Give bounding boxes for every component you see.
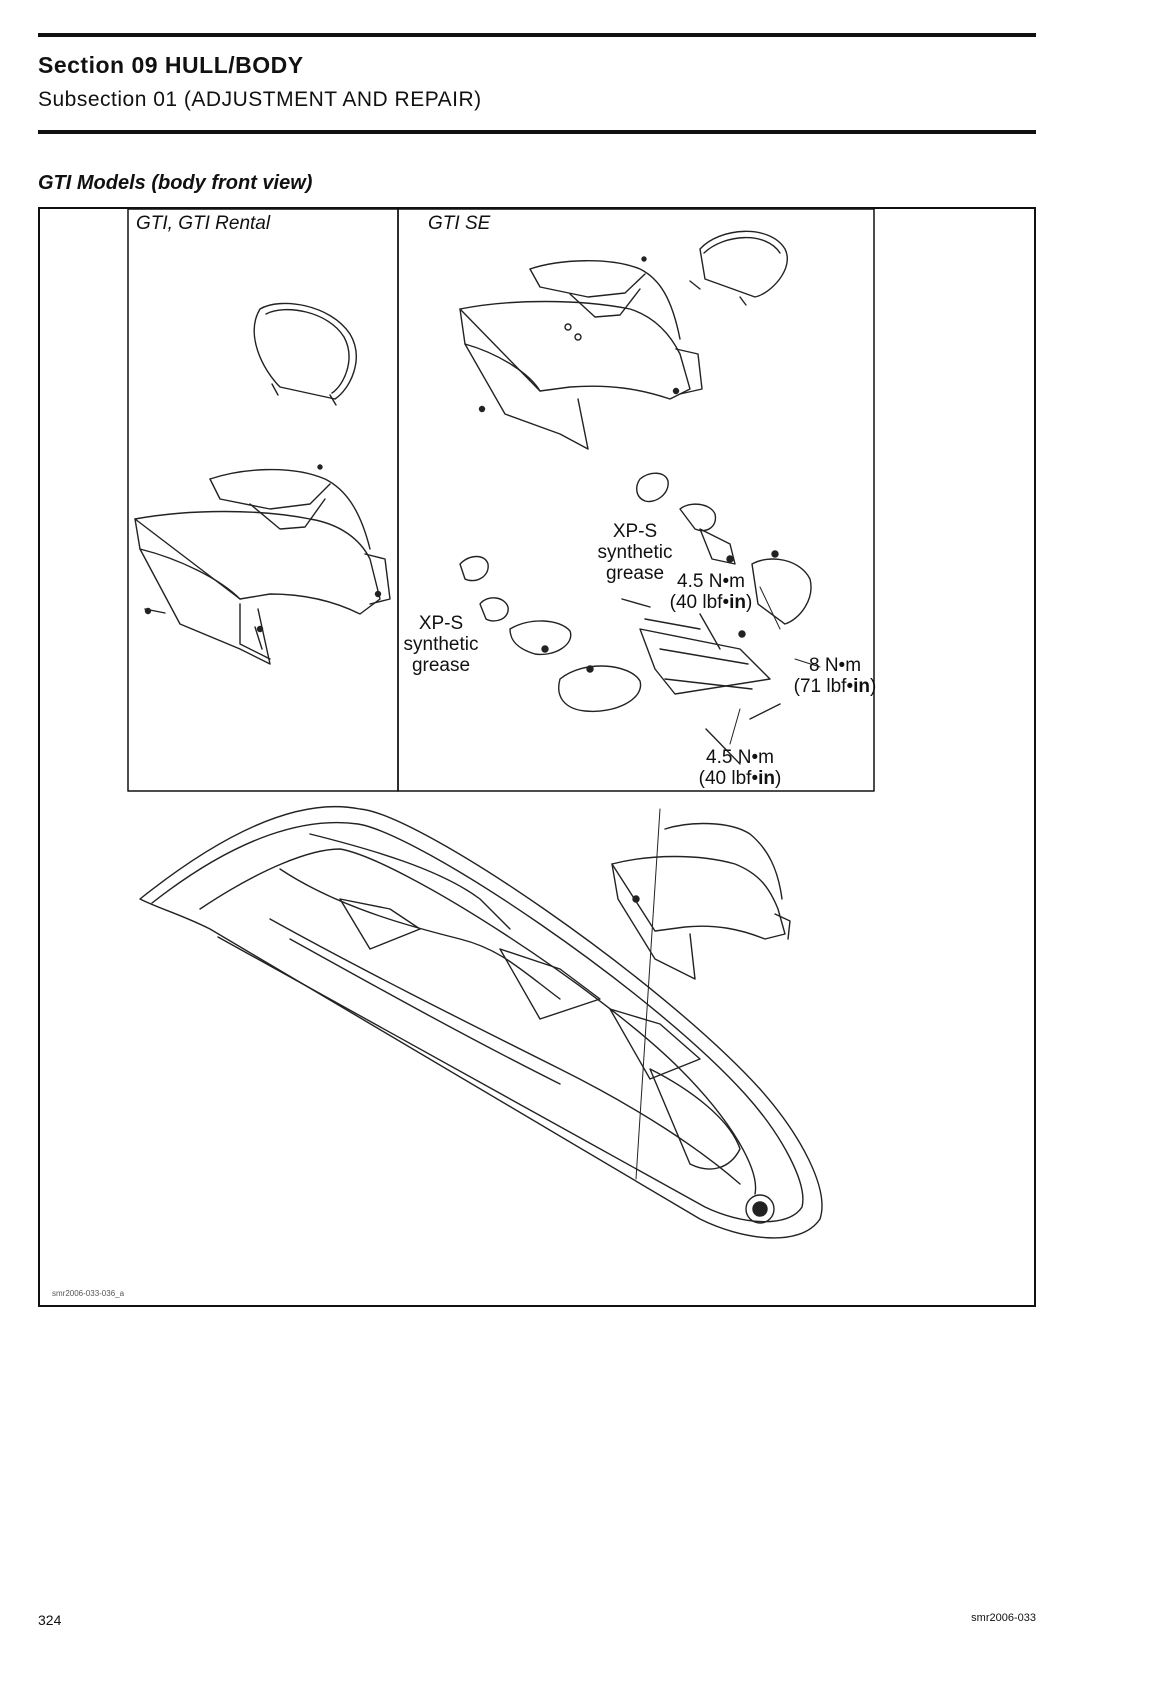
document-code: smr2006-033 bbox=[971, 1612, 1036, 1624]
body-exploded-diagram bbox=[40, 209, 1034, 1305]
panel-right-box bbox=[398, 209, 874, 791]
figure-frame: GTI, GTI Rental GTI SE XP-S synthetic gr… bbox=[38, 207, 1036, 1307]
left-windshield-illustration bbox=[254, 303, 356, 405]
callout-torque-upper: 4.5 N•m (40 lbf•in) bbox=[652, 571, 770, 613]
callout-text: (71 lbf•in) bbox=[785, 676, 885, 697]
callout-text: synthetic bbox=[398, 634, 484, 655]
page-number: 324 bbox=[38, 1612, 61, 1628]
figure-heading: GTI Models (body front view) bbox=[38, 172, 312, 195]
panel-right-label: GTI SE bbox=[428, 213, 490, 235]
subsection-title: Subsection 01 (ADJUSTMENT AND REPAIR) bbox=[38, 88, 482, 112]
left-body-illustration bbox=[135, 465, 390, 664]
callout-text: 8 N•m bbox=[785, 655, 885, 676]
figure-code: smr2006-033-036_a bbox=[52, 1289, 124, 1298]
callout-grease-left: XP-S synthetic grease bbox=[398, 613, 484, 676]
callout-text: XP-S bbox=[398, 613, 484, 634]
callout-text: (40 lbf•in) bbox=[680, 768, 800, 789]
callout-text: 4.5 N•m bbox=[680, 747, 800, 768]
hull-body-illustration bbox=[612, 824, 790, 979]
right-body-illustration bbox=[460, 257, 702, 449]
callout-text: 4.5 N•m bbox=[652, 571, 770, 592]
leader-torque-lower bbox=[730, 709, 740, 744]
right-windshield-illustration bbox=[690, 231, 787, 305]
panel-left-box bbox=[128, 209, 398, 791]
panel-left-label: GTI, GTI Rental bbox=[136, 213, 270, 235]
section-title: Section 09 HULL/BODY bbox=[38, 52, 304, 79]
callout-torque-right: 8 N•m (71 lbf•in) bbox=[785, 655, 885, 697]
callout-text: (40 lbf•in) bbox=[652, 592, 770, 613]
callout-text: grease bbox=[398, 655, 484, 676]
right-gauge-assembly-illustration bbox=[460, 473, 811, 764]
header-rule-top bbox=[38, 33, 1036, 37]
callout-text: synthetic bbox=[575, 542, 695, 563]
callout-text: XP-S bbox=[575, 521, 695, 542]
hull-illustration bbox=[140, 807, 822, 1238]
header-rule-bottom bbox=[38, 130, 1036, 134]
callout-torque-lower: 4.5 N•m (40 lbf•in) bbox=[680, 747, 800, 789]
